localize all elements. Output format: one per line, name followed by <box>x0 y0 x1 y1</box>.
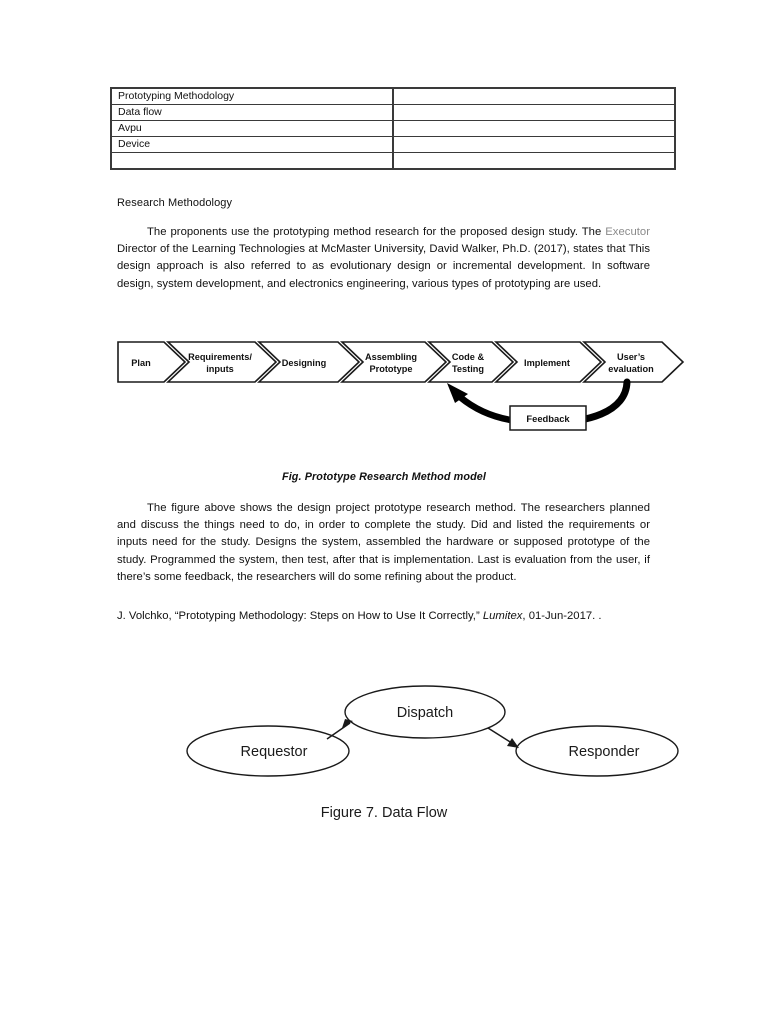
table-cell-label: Device <box>110 136 394 153</box>
stage-chevron-code-testing: Code & Testing <box>427 341 515 383</box>
flow-node-requestor: Requestor <box>186 725 350 777</box>
paragraph-research-methodology: The proponents use the prototyping metho… <box>117 224 650 293</box>
paragraph-text-part-1: The proponents use the prototyping metho… <box>147 226 606 238</box>
stage-chevron-assembling-prototype: Assembling Prototype <box>340 341 448 383</box>
stage-label-code-testing-line1: Code & <box>452 352 485 362</box>
stage-chevron-plan: Plan <box>117 341 187 383</box>
table-row: Device <box>110 136 676 153</box>
feedback-box: Feedback <box>509 405 587 431</box>
stage-label-users-evaluation-line1: User’s <box>617 352 645 362</box>
table-cell-value <box>392 87 676 105</box>
flow-edge-dispatch-to-responder <box>487 727 519 748</box>
paragraph-text: The figure above shows the design projec… <box>117 502 650 583</box>
stage-label-assembling-line2: Prototype <box>370 364 413 374</box>
table-cell-value <box>392 104 676 121</box>
citation-after: , 01-Jun-2017. . <box>522 610 602 622</box>
stage-label-code-testing-line2: Testing <box>452 364 484 374</box>
flow-node-responder: Responder <box>515 725 679 777</box>
stage-label-assembling-line1: Assembling <box>365 352 417 362</box>
table-cell-label: Prototyping Methodology <box>110 87 394 105</box>
table-row <box>110 152 676 170</box>
stage-label-implement: Implement <box>524 358 570 368</box>
stage-chevron-designing: Designing <box>257 341 361 383</box>
table-cell-label: Data flow <box>110 104 394 121</box>
flow-node-dispatch: Dispatch <box>344 685 506 739</box>
figure-2-caption: Figure 7. Data Flow <box>320 805 448 821</box>
paragraph-text-part-2: Director of the Learning Technologies at… <box>117 243 650 290</box>
paragraph-figure-description: The figure above shows the design projec… <box>117 500 650 586</box>
stage-chevron-implement: Implement <box>494 341 603 383</box>
flow-edge-requestor-to-dispatch <box>326 719 353 740</box>
stage-label-requirements-line2: inputs <box>206 364 234 374</box>
data-flow-diagram: Dispatch Requestor Responder <box>175 672 695 792</box>
spec-table: Prototyping Methodology Data flow Avpu D… <box>110 87 676 170</box>
table-cell-value <box>392 136 676 153</box>
feedback-box-label: Feedback <box>526 413 570 424</box>
table-cell-label <box>110 152 394 170</box>
table-cell-value <box>392 120 676 137</box>
citation-reference: J. Volchko, “Prototyping Methodology: St… <box>117 608 677 625</box>
stage-label-designing: Designing <box>282 358 326 368</box>
flow-node-label-dispatch: Dispatch <box>397 705 453 721</box>
paragraph-highlight-executor: Executor <box>605 226 650 238</box>
stage-chevron-requirements: Requirements/ inputs <box>166 341 278 383</box>
section-heading: Research Methodology <box>117 197 233 209</box>
citation-before: J. Volchko, “Prototyping Methodology: St… <box>117 610 483 622</box>
data-flow-svg: Dispatch Requestor Responder <box>186 685 679 777</box>
stage-label-requirements-line1: Requirements/ <box>188 352 252 362</box>
stage-label-users-evaluation-line2: evaluation <box>608 364 654 374</box>
stage-chevron-users-evaluation: User’s evaluation <box>582 341 685 383</box>
table-row: Avpu <box>110 120 676 137</box>
table-body: Prototyping Methodology Data flow Avpu D… <box>110 87 676 170</box>
flow-node-label-responder: Responder <box>569 744 640 760</box>
prototype-diagram-svg: Plan Requirements/ inputs Designing Asse… <box>117 341 685 431</box>
table-row: Prototyping Methodology <box>110 87 676 105</box>
citation-source-italic: Lumitex <box>482 610 523 622</box>
table-cell-label: Avpu <box>110 120 394 137</box>
figure-1-caption: Fig. Prototype Research Method model <box>282 471 486 483</box>
flow-node-label-requestor: Requestor <box>241 744 308 760</box>
stage-label-plan: Plan <box>131 358 151 368</box>
prototype-research-method-diagram: Plan Requirements/ inputs Designing Asse… <box>110 335 695 440</box>
table-row: Data flow <box>110 104 676 121</box>
table-cell-value <box>392 152 676 170</box>
